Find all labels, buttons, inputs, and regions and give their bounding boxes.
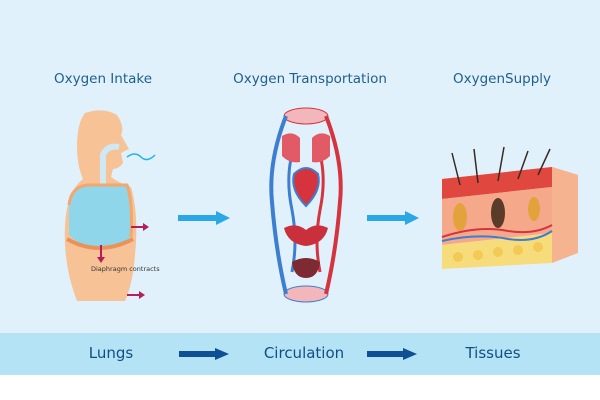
circulation-illustration (269, 107, 343, 303)
lungs-illustration (64, 110, 156, 301)
bottom-arrow-2 (367, 348, 417, 360)
tissue-illustration (441, 146, 578, 269)
diaphragm-annotation: Diaphragm contracts (91, 265, 160, 273)
bottom-label-tissues: Tissues (465, 344, 521, 362)
stage-title-intake: Oxygen Intake (53, 71, 153, 87)
bottom-label-circulation: Circulation (263, 344, 345, 362)
stage-title-supply: OxygenSupply (452, 71, 552, 87)
flow-arrow-intake-to-transport (178, 211, 230, 225)
flow-arrow-transport-to-supply (367, 211, 419, 225)
stage-title-transport: Oxygen Transportation (233, 71, 387, 87)
bottom-label-lungs: Lungs (88, 344, 134, 362)
bottom-summary-bar (0, 333, 600, 375)
bottom-arrow-1 (179, 348, 229, 360)
